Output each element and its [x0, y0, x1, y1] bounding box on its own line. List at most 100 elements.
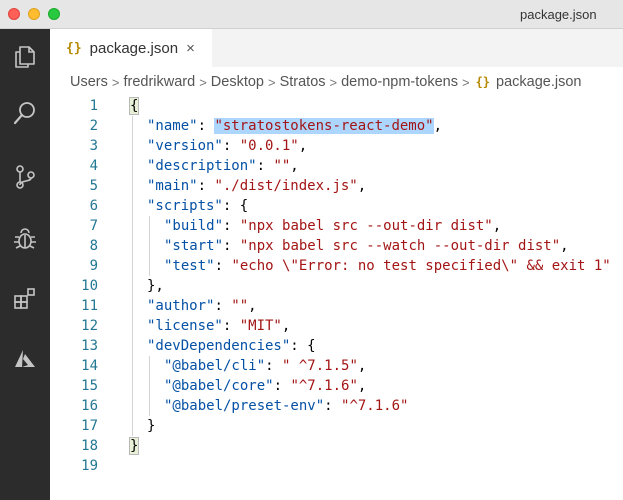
- breadcrumb-item-users[interactable]: Users: [70, 74, 108, 90]
- breadcrumb-item-desktop[interactable]: Desktop: [210, 74, 264, 90]
- breadcrumb-separator: >: [267, 74, 276, 90]
- code-token: ,: [560, 238, 569, 254]
- activity-source-control[interactable]: [0, 153, 50, 201]
- window-close-button[interactable]: [8, 8, 20, 20]
- code-editor[interactable]: 1{2"name": "stratostokens-react-demo",3"…: [50, 93, 623, 500]
- code-token: "@babel/core": [164, 378, 274, 394]
- code-text: "author": "",: [147, 296, 257, 316]
- line-number: 16: [81, 398, 98, 414]
- code-text: "build": "npx babel src --out-dir dist",: [164, 216, 501, 236]
- breadcrumb-separator: >: [199, 74, 207, 90]
- code-line[interactable]: 1{: [50, 96, 623, 116]
- code-line[interactable]: 2"name": "stratostokens-react-demo",: [50, 116, 623, 136]
- code-text: "devDependencies": {: [147, 336, 316, 356]
- code-token: }: [147, 418, 156, 434]
- code-line[interactable]: 10},: [50, 276, 623, 296]
- line-number: 12: [81, 318, 98, 334]
- activity-search[interactable]: [0, 89, 50, 137]
- code-token: "npx babel src --out-dir dist": [239, 218, 493, 234]
- code-line[interactable]: 11 "author": "",: [50, 296, 623, 316]
- code-text: "@babel/core": "^7.1.6",: [164, 376, 366, 396]
- activity-explorer[interactable]: [0, 33, 50, 81]
- breadcrumb-item-file[interactable]: package.json: [496, 74, 582, 90]
- code-token: "main": [147, 178, 198, 194]
- code-token: "@babel/preset-env": [164, 398, 325, 414]
- activity-bar: [0, 29, 50, 500]
- code-token: "echo \"Error: no test specified\" && ex…: [231, 258, 611, 274]
- code-line[interactable]: 8 "start": "npx babel src --watch --out-d…: [50, 236, 623, 256]
- code-line[interactable]: 16"@babel/preset-env": "^7.1.6": [50, 396, 623, 416]
- code-text: }: [147, 416, 155, 436]
- code-token: "@babel/cli": [164, 358, 266, 374]
- activity-extensions[interactable]: [0, 275, 50, 323]
- line-number: 8: [89, 238, 98, 254]
- code-text: },: [147, 276, 164, 296]
- code-token: "license": [147, 318, 223, 334]
- line-number: 5: [89, 178, 98, 194]
- code-token: :: [223, 238, 240, 254]
- tab-close-icon[interactable]: ×: [186, 39, 195, 57]
- code-token: ,: [248, 298, 257, 314]
- breadcrumb-separator: >: [111, 74, 120, 90]
- code-token: {: [128, 97, 140, 115]
- code-token: " ^7.1.5": [282, 358, 358, 374]
- code-token: :: [197, 178, 215, 194]
- code-token: :: [273, 378, 291, 394]
- json-file-icon: {}: [66, 40, 82, 56]
- json-file-icon: {}: [475, 75, 491, 89]
- activity-debug[interactable]: [0, 215, 50, 263]
- code-line[interactable]: 3"version": "0.0.1",: [50, 136, 623, 156]
- code-token: ,: [281, 318, 291, 334]
- code-text: "scripts": {: [147, 196, 248, 216]
- code-token: ,: [357, 378, 367, 394]
- breadcrumb-separator: >: [461, 74, 470, 90]
- search-icon: [13, 102, 35, 125]
- code-token: :: [222, 318, 240, 334]
- code-token: }: [128, 437, 140, 455]
- code-line[interactable]: 17}: [50, 416, 623, 436]
- code-line[interactable]: 7"build": "npx babel src --out-dir dist"…: [50, 216, 623, 236]
- code-token: : {: [290, 338, 316, 354]
- code-line[interactable]: 13"devDependencies": {: [50, 336, 623, 356]
- code-line[interactable]: 9"test": "echo \"Error: no test specifie…: [50, 256, 623, 276]
- breadcrumb-item-demo-npm-tokens[interactable]: demo-npm-tokens: [341, 74, 458, 90]
- explorer-icon: [15, 46, 35, 68]
- breadcrumb-separator: >: [329, 74, 338, 90]
- activity-azure[interactable]: [0, 335, 50, 383]
- code-token: :: [214, 298, 232, 314]
- code-text: "main": "./dist/index.js",: [147, 176, 366, 196]
- code-line[interactable]: 15"@babel/core": "^7.1.6",: [50, 376, 623, 396]
- breadcrumb-item-stratos[interactable]: Stratos: [279, 74, 326, 90]
- window-minimize-button[interactable]: [28, 8, 40, 20]
- code-token: "": [273, 158, 291, 174]
- code-token: "build": [164, 218, 224, 234]
- code-text: "name": "stratostokens-react-demo",: [147, 116, 442, 136]
- code-token: "start": [164, 238, 224, 254]
- code-line[interactable]: 4 "description": "",: [50, 156, 623, 176]
- window-maximize-button[interactable]: [48, 8, 60, 20]
- window-title: package.json: [520, 7, 597, 22]
- code-token: :: [324, 398, 342, 414]
- code-line[interactable]: 12"license": "MIT",: [50, 316, 623, 336]
- breadcrumb: Users > fredrikward > Desktop > Stratos …: [70, 72, 581, 92]
- code-token: ,: [357, 358, 367, 374]
- code-line[interactable]: 19: [50, 456, 623, 476]
- tab-package-json[interactable]: {} package.json ×: [50, 29, 212, 67]
- line-number: 9: [89, 258, 98, 274]
- code-token: "scripts": [147, 198, 223, 214]
- code-line[interactable]: 6"scripts": {: [50, 196, 623, 216]
- code-token: :: [214, 258, 232, 274]
- title-bar: package.json: [0, 0, 623, 29]
- code-line[interactable]: 14"@babel/cli": " ^7.1.5",: [50, 356, 623, 376]
- line-number: 4: [89, 158, 98, 174]
- code-line[interactable]: 5 "main": "./dist/index.js",: [50, 176, 623, 196]
- line-number: 19: [81, 458, 98, 474]
- line-number: 14: [81, 358, 98, 374]
- indent-guide: [149, 216, 150, 276]
- line-number: 11: [81, 298, 98, 314]
- code-text: }: [128, 436, 140, 456]
- code-text: "start": "npx babel src --watch --out-di…: [164, 236, 569, 256]
- breadcrumb-item-fredrikward[interactable]: fredrikward: [123, 74, 196, 90]
- code-line[interactable]: 18}: [50, 436, 623, 456]
- code-text: "description": "",: [147, 156, 299, 176]
